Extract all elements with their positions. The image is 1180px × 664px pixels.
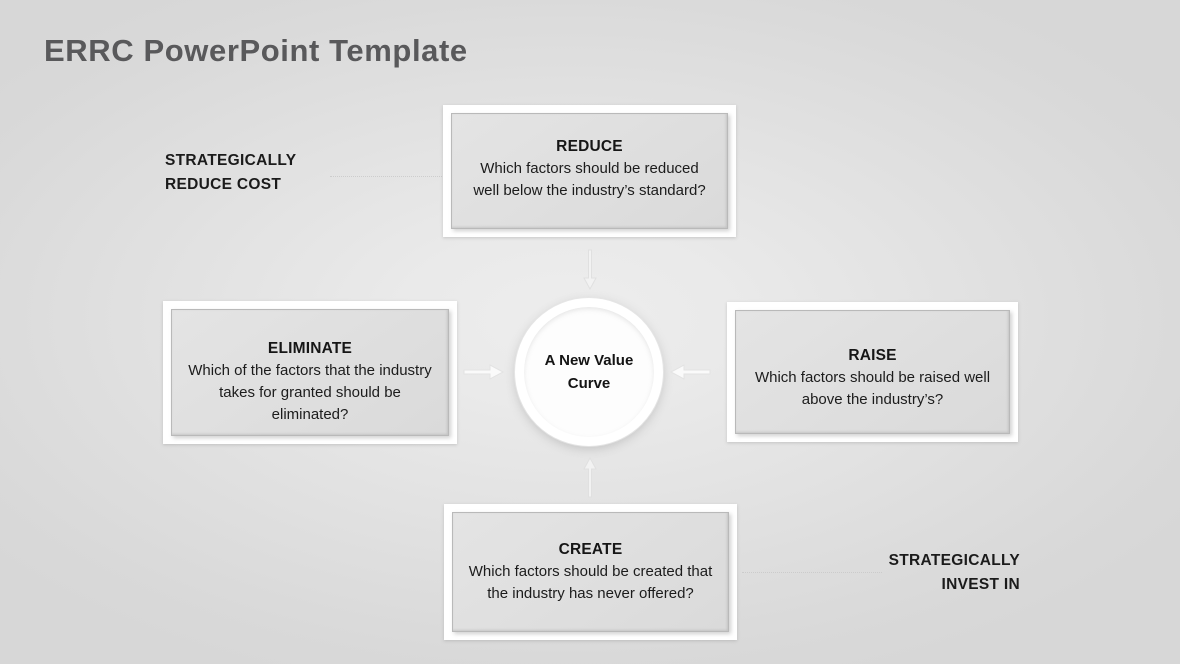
arrow-eliminate-to-center-icon: [463, 364, 505, 380]
annotation-left-line2: REDUCE COST: [165, 176, 282, 193]
box-reduce-heading: REDUCE: [556, 138, 623, 155]
box-eliminate-heading: ELIMINATE: [267, 340, 353, 357]
box-reduce[interactable]: REDUCE Which factors should be reduced w…: [443, 105, 736, 237]
box-raise-inner: RAISE Which factors should be raised wel…: [735, 310, 1010, 434]
center-circle-label: A New Value Curve: [533, 349, 645, 395]
box-eliminate-text: Which of the factors that the industry t…: [188, 362, 432, 423]
page-title: ERRC PowerPoint Template: [44, 33, 468, 68]
box-raise[interactable]: RAISE Which factors should be raised wel…: [727, 302, 1018, 442]
box-create-text: Which factors should be created that the…: [468, 563, 713, 602]
leader-line-right: [742, 572, 882, 574]
arrow-raise-to-center-icon: [669, 364, 711, 380]
center-circle-new-value-curve[interactable]: A New Value Curve: [515, 298, 663, 446]
annotation-strategically-invest-in: STRATEGICALLY INVEST IN: [889, 549, 1020, 597]
center-line-1: A New Value: [544, 352, 634, 369]
annotation-strategically-reduce-cost: STRATEGICALLY REDUCE COST: [165, 149, 296, 197]
box-raise-heading: RAISE: [848, 347, 897, 364]
box-create[interactable]: CREATE Which factors should be created t…: [444, 504, 737, 640]
box-raise-text: Which factors should be raised well abov…: [754, 369, 991, 408]
box-eliminate[interactable]: ELIMINATE Which of the factors that the …: [163, 301, 457, 444]
leader-line-left: [330, 176, 442, 178]
center-line-2: Curve: [567, 375, 611, 392]
box-eliminate-inner: ELIMINATE Which of the factors that the …: [171, 309, 449, 436]
annotation-left-line1: STRATEGICALLY: [165, 152, 297, 169]
annotation-right-line2: INVEST IN: [941, 576, 1020, 593]
box-reduce-inner: REDUCE Which factors should be reduced w…: [451, 113, 728, 229]
box-create-heading: CREATE: [558, 541, 623, 558]
box-create-inner: CREATE Which factors should be created t…: [452, 512, 729, 632]
arrow-reduce-to-center-icon: [583, 249, 597, 291]
arrow-create-to-center-icon: [583, 456, 597, 498]
annotation-right-line1: STRATEGICALLY: [888, 552, 1020, 569]
box-reduce-text: Which factors should be reduced well bel…: [473, 160, 706, 199]
